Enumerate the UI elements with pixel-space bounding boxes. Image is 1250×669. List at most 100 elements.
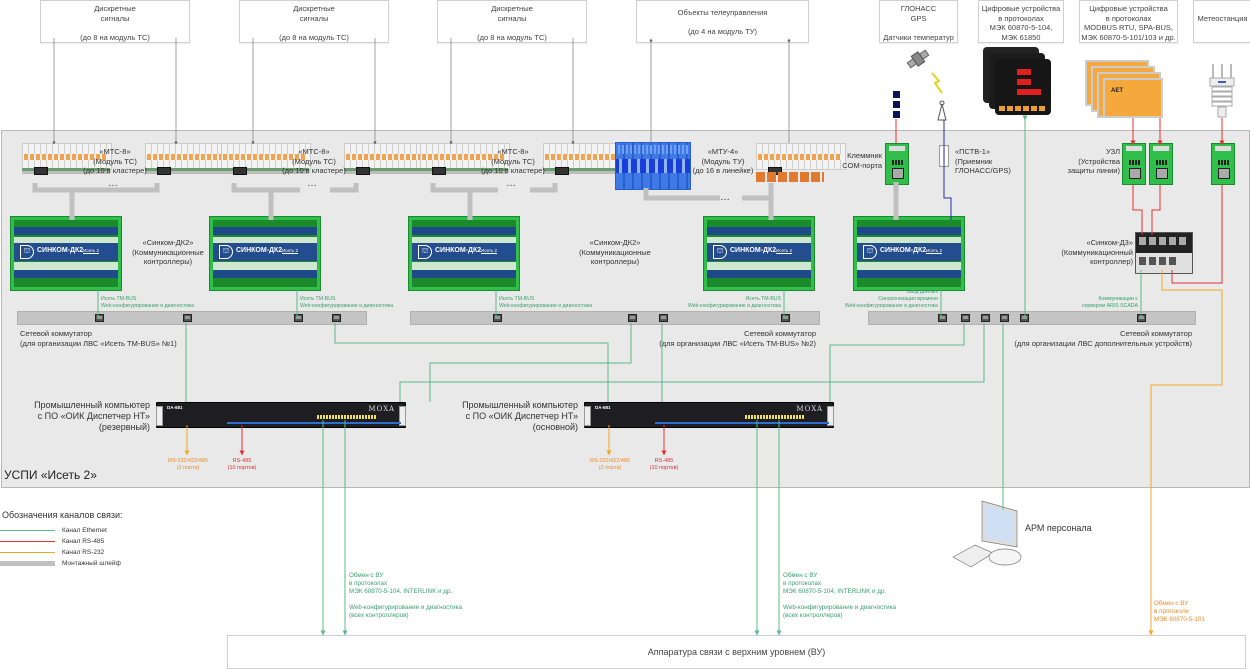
sinkom-dk2-controller: ⛫ СИНКОМ-ДК2 Исеть 2	[10, 216, 122, 291]
legend: Канал Ethernet Канал RS-485 Канал RS-232…	[0, 526, 200, 571]
switch-port	[1020, 314, 1029, 322]
switch-port	[1000, 314, 1009, 322]
device-name: СИНКОМ-ДК2	[37, 247, 84, 254]
legend-title: Обозначения каналов связи:	[2, 510, 123, 520]
device-name: СИНКОМ-ДК2	[435, 247, 482, 254]
temperature-sensor-icon	[893, 91, 900, 119]
sinkom-dk2-controller: ⛫ СИНКОМ-ДК2 Исеть 2	[209, 216, 321, 291]
legend-label: Канал Ethernet	[62, 527, 107, 534]
ellipsis: …	[307, 178, 318, 189]
mts-8-module	[145, 143, 235, 175]
switch-port	[781, 314, 790, 322]
switch-3-label: Сетевой коммутатор(для организации ЛВС д…	[1014, 329, 1192, 348]
label: в протоколах	[1105, 13, 1152, 23]
brand-logo: MOXA	[368, 405, 395, 413]
workstation-label: АРМ персонала	[1025, 523, 1092, 533]
sinkom-logo-icon: ⛫	[713, 245, 727, 259]
label: Объекты телеуправления	[677, 8, 768, 17]
uzl-device	[1211, 143, 1235, 185]
mts-label: «МТС-8»(Модуль ТС)(до 10 в кластере)	[83, 147, 147, 175]
switch-port	[659, 314, 668, 322]
device-sub: Исеть 2	[481, 248, 497, 254]
label: Датчики температур	[883, 32, 954, 42]
com-port-terminal	[885, 143, 909, 185]
source-box-digital-modbus: Цифровые устройства в протоколах MODBUS …	[1079, 0, 1178, 43]
rs232-port-label: RS-232/422/485(2 порта)	[589, 458, 631, 471]
ethernet-swatch	[0, 530, 55, 531]
uzl-device	[1122, 143, 1146, 185]
mtu-relay-module	[756, 143, 846, 189]
source-box-weather: Метеостанция	[1193, 0, 1250, 43]
label: Цифровые устройства	[1089, 4, 1168, 13]
switch-port	[332, 314, 341, 322]
mts-8-module	[221, 143, 311, 175]
legend-item-rs232: Канал RS-232	[0, 548, 200, 558]
label: MODBUS RTU, SPA-BUS,	[1084, 23, 1173, 32]
mtu-label: «МТУ-4»(Модуль ТУ)(до 16 в линейке)	[692, 147, 754, 175]
switch-port	[183, 314, 192, 322]
label: МЭК 61850	[1001, 32, 1041, 42]
label: МЭК 60870-5-101/103 и др.	[1081, 32, 1176, 42]
device-name: СИНКОМ-ДК2	[880, 247, 927, 254]
source-box-glonass: ГЛОНАСС GPS Датчики температур	[879, 0, 958, 43]
device-sub: Исеть 2	[926, 248, 942, 254]
sinkom-dk2-controller: ⛫ СИНКОМ-ДК2 Исеть 2	[853, 216, 965, 291]
mts-8-module	[22, 143, 112, 175]
label: (до 8 на модуль ТС)	[477, 32, 547, 42]
label: МЭК 60870-5-104,	[989, 23, 1053, 32]
switch-1-label: Сетевой коммутатор(для организации ЛВС «…	[20, 329, 177, 348]
source-box-discrete-2: Дискретные сигналы (до 8 на модуль ТС)	[239, 0, 389, 43]
switch-port	[493, 314, 502, 322]
sinkom-dk2-controller: ⛫ СИНКОМ-ДК2 Исеть 2	[703, 216, 815, 291]
switch-port	[95, 314, 104, 322]
label: GPS	[910, 13, 927, 23]
switch-port	[981, 314, 990, 322]
label: (до 8 на модуль ТС)	[80, 32, 150, 42]
label: Цифровые устройства	[981, 4, 1061, 13]
switch-port	[938, 314, 947, 322]
legend-label: Монтажный шлейф	[62, 560, 121, 567]
satec-meter-icon	[983, 47, 1053, 117]
vu-equipment-box: Аппаратура связи с верхним уровнем (ВУ)	[227, 635, 1246, 669]
switch-2-label: Сетевой коммутатор(для организации ЛВС «…	[659, 329, 816, 348]
label: Метеостанция	[1197, 14, 1248, 23]
label: в протоколах	[998, 13, 1044, 23]
antenna-icon	[937, 100, 947, 122]
label: Дискретные	[94, 4, 136, 13]
network-switch-2	[410, 311, 820, 325]
switch-port	[961, 314, 970, 322]
sinkom-logo-icon: ⛫	[418, 245, 432, 259]
panel-title: УСПИ «Исеть 2»	[4, 468, 97, 482]
device-name: СИНКОМ-ДК2	[236, 247, 283, 254]
source-box-telecontrol: Объекты телеуправления (до 4 на модуль Т…	[636, 0, 809, 43]
network-switch-1	[17, 311, 367, 325]
workstation-icon	[945, 497, 1025, 572]
satellite-icon	[905, 48, 931, 70]
legend-item-ethernet: Канал Ethernet	[0, 526, 200, 536]
sinkom-logo-icon: ⛫	[219, 245, 233, 259]
rs485-swatch	[0, 541, 55, 542]
model-label: DA-681	[167, 405, 183, 410]
mts-label: «МТС-8»(Модуль ТС)(до 10 в кластере)	[481, 147, 545, 175]
device-sub: Исеть 2	[776, 248, 792, 254]
moxa-computer-reserve: DA-681 MOXA	[156, 402, 406, 428]
switch-port	[1137, 314, 1146, 322]
source-box-discrete-3: Дискретные сигналы (до 8 на модуль ТС)	[437, 0, 587, 43]
rs232-swatch	[0, 552, 55, 553]
signal-bolt-icon	[930, 72, 944, 94]
legend-item-rs485: Канал RS-485	[0, 537, 200, 547]
mts-8-module	[344, 143, 434, 175]
label: сигналы	[299, 13, 329, 23]
legend-label: Канал RS-485	[62, 538, 105, 545]
ellipsis: …	[108, 178, 119, 189]
